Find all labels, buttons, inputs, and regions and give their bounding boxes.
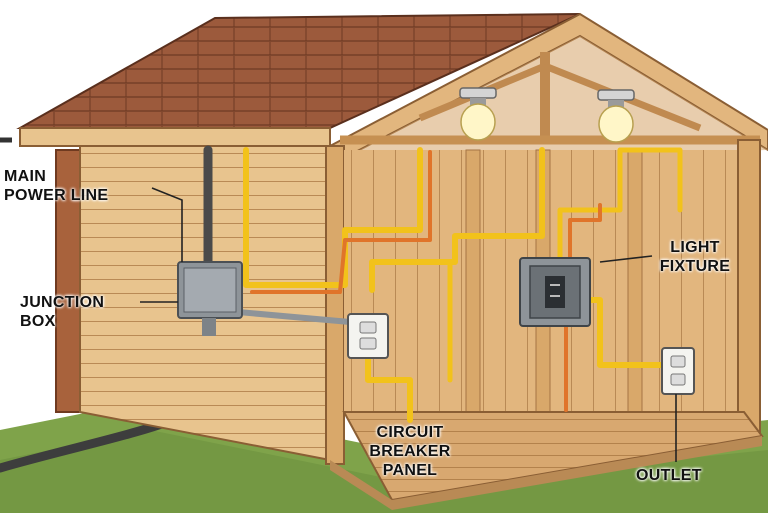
label-junction-box: JUNCTION BOX	[20, 293, 104, 331]
label-main-power-line-2: POWER LINE	[4, 187, 109, 204]
label-light-fixture-1: LIGHT	[670, 239, 720, 256]
label-circuit-breaker-panel: CIRCUIT BREAKER PANEL	[358, 423, 462, 480]
label-light-fixture-2: FIXTURE	[659, 258, 731, 275]
ceiling-bulb-right	[597, 89, 635, 143]
label-circuit-breaker-panel-3: PANEL	[382, 462, 438, 479]
label-circuit-breaker-panel-2: BREAKER	[369, 443, 451, 460]
outlet-right	[661, 347, 695, 395]
label-light-fixture: LIGHT FIXTURE	[650, 238, 740, 276]
label-main-power-line: MAIN POWER LINE	[4, 167, 108, 205]
label-circuit-breaker-panel-1: CIRCUIT	[376, 424, 444, 441]
conduit-wiring	[203, 145, 683, 423]
label-leaders	[140, 187, 677, 462]
label-outlet: OUTLET	[636, 467, 702, 484]
junction-box	[177, 261, 243, 336]
label-main-power-line-1: MAIN	[4, 168, 47, 185]
circuit-breaker-panel	[519, 257, 591, 327]
ceiling-bulb-left	[459, 87, 497, 141]
label-junction-box-1: JUNCTION	[20, 294, 105, 311]
wall-outlet-left	[347, 313, 389, 359]
label-junction-box-2: BOX	[20, 313, 56, 330]
